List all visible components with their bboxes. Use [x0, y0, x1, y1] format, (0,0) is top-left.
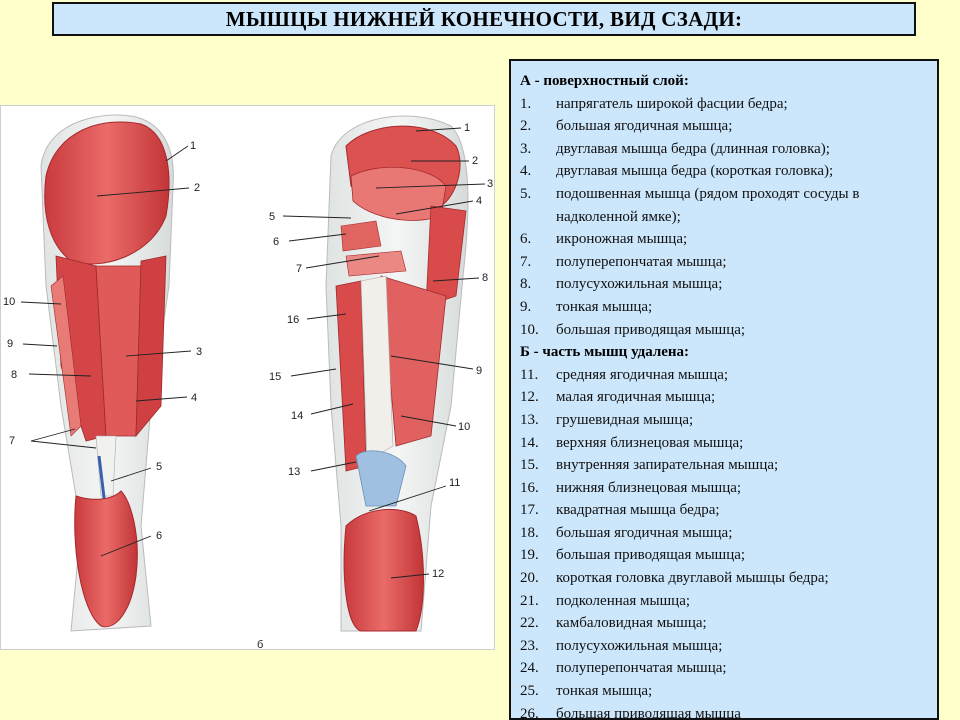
list-item: 21.подколенная мышца;	[520, 592, 691, 609]
list-item: 25.тонкая мышца;	[520, 683, 653, 700]
right-label-1: 1	[464, 122, 470, 134]
list-item: 22.камбаловидная мышца;	[520, 615, 707, 632]
right-label-15: 15	[269, 371, 281, 383]
page-title: МЫШЦЫ НИЖНЕЙ КОНЕЧНОСТИ, ВИД СЗАДИ:	[225, 6, 743, 31]
list-item: 8.полусухожильная мышца;	[520, 276, 723, 293]
left-label-8: 8	[11, 369, 17, 381]
list-item: 18.большая ягодичная мышца;	[520, 524, 733, 541]
right-label-5: 5	[269, 211, 275, 223]
right-label-12: 12	[432, 568, 444, 580]
list-item: 17.квадратная мышца бедра;	[520, 502, 720, 519]
list-item: 10.большая приводящая мышца;	[520, 321, 746, 338]
left-label-4: 4	[191, 392, 197, 404]
list-item: 1.напрягатель широкой фасции бедра;	[520, 95, 788, 112]
section-a-heading: А - поверхностный слой:	[520, 73, 689, 89]
right-label-6: 6	[273, 236, 279, 248]
list-item: 15.внутренняя запирательная мышца;	[520, 457, 779, 474]
list-item: 13.грушевидная мышца;	[520, 411, 694, 428]
list-item: 12.малая ягодичная мышца;	[520, 389, 716, 406]
list-item: 14.верхняя близнецовая мышца;	[520, 434, 744, 451]
right-label-14: 14	[291, 410, 303, 422]
left-label-2: 2	[194, 182, 200, 194]
list-item: 26.большая приводящая мышца	[520, 705, 741, 720]
right-label-13: 13	[288, 466, 300, 478]
list-item: 24.полуперепончатая мышца;	[520, 660, 727, 677]
list-item: 23.полусухожильная мышца;	[520, 637, 723, 654]
left-label-numbers: 1 2 3 4 5 6 7 8 9 10	[3, 140, 202, 542]
right-label-2: 2	[472, 155, 478, 167]
right-label-numbers: 1 2 3 4 5 6 7 8 9 10 11 12 13 14 15 16	[269, 122, 493, 580]
right-label-3: 3	[487, 178, 493, 190]
left-label-9: 9	[7, 338, 13, 350]
left-label-7: 7	[9, 435, 15, 447]
left-leader-lines	[20, 145, 192, 557]
left-label-10: 10	[3, 296, 15, 308]
right-leader-lines	[282, 127, 486, 579]
section-b-list: 11.средняя ягодичная мышца; 12.малая яго…	[520, 364, 929, 720]
right-leg-drawing	[325, 115, 469, 632]
section-a-list: 1.напрягатель широкой фасции бедра; 2.бо…	[520, 93, 929, 342]
right-label-16: 16	[287, 314, 299, 326]
right-label-11: 11	[449, 477, 460, 489]
section-b-heading: Б - часть мышц удалена:	[520, 344, 690, 361]
list-item: 5.подошвенная мышца (рядом проходят сосу…	[520, 185, 860, 225]
right-label-4: 4	[476, 195, 482, 207]
left-label-5: 5	[156, 461, 162, 473]
right-label-10: 10	[458, 421, 470, 433]
right-label-9: 9	[476, 365, 482, 377]
figure-caption: б	[257, 639, 263, 651]
list-item: 6.икроножная мышца;	[520, 231, 688, 248]
anatomy-illustration: 1 2 3 4 5 6 7 8 9 10	[3, 114, 493, 651]
left-label-6: 6	[156, 530, 162, 542]
list-item: 9.тонкая мышца;	[520, 298, 653, 315]
list-item: 2.большая ягодичная мышца;	[520, 118, 733, 135]
right-label-8: 8	[482, 272, 488, 284]
list-item: 16.нижняя близнецовая мышца;	[520, 479, 742, 496]
title-banner: МЫШЦЫ НИЖНЕЙ КОНЕЧНОСТИ, ВИД СЗАДИ:	[52, 2, 916, 36]
left-leg-drawing	[40, 114, 174, 632]
list-item: 19.большая приводящая мышца;	[520, 547, 746, 564]
legend-box: А - поверхностный слой: 1.напрягатель ши…	[509, 59, 939, 720]
list-item: 20.короткая головка двуглавой мышцы бедр…	[520, 570, 829, 587]
list-item: 3.двуглавая мышца бедра (длинная головка…	[520, 140, 830, 157]
anatomy-figure: 1 2 3 4 5 6 7 8 9 10	[0, 105, 495, 651]
left-label-1: 1	[190, 140, 196, 152]
list-item: 4.двуглавая мышца бедра (короткая головк…	[520, 163, 834, 180]
left-label-3: 3	[196, 346, 202, 358]
list-item: 7.полуперепончатая мышца;	[520, 253, 727, 270]
list-item: 11.средняя ягодичная мышца;	[520, 366, 729, 383]
right-label-7: 7	[296, 263, 302, 275]
